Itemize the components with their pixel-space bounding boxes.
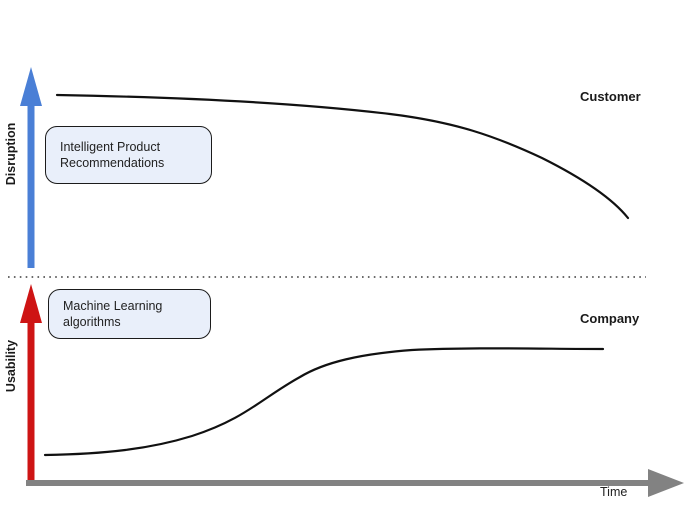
annotation-text: Intelligent Product Recommendations (60, 140, 165, 170)
usability-axis-arrow-icon (20, 284, 42, 482)
company-curve (43, 347, 605, 457)
customer-curve-label: Customer (580, 89, 641, 104)
usability-axis-arrowhead (20, 284, 42, 323)
annotation-text: Machine Learning algorithms (63, 299, 163, 329)
disruption-axis-label: Disruption (4, 122, 18, 186)
customer-curve (55, 93, 630, 220)
time-axis-label: Time (600, 485, 628, 499)
usability-axis-label: Usability (4, 339, 18, 393)
company-curve-label: Company (580, 311, 640, 326)
annotation-box-machine-learning-algorithms: Machine Learning algorithms (48, 289, 211, 339)
time-axis-arrowhead (648, 469, 684, 497)
time-axis-arrow-icon (26, 469, 684, 497)
annotation-box-intelligent-product-recommendations: Intelligent Product Recommendations (45, 126, 212, 184)
disruption-axis-arrowhead (20, 67, 42, 106)
disruption-axis-arrow-icon (20, 67, 42, 268)
